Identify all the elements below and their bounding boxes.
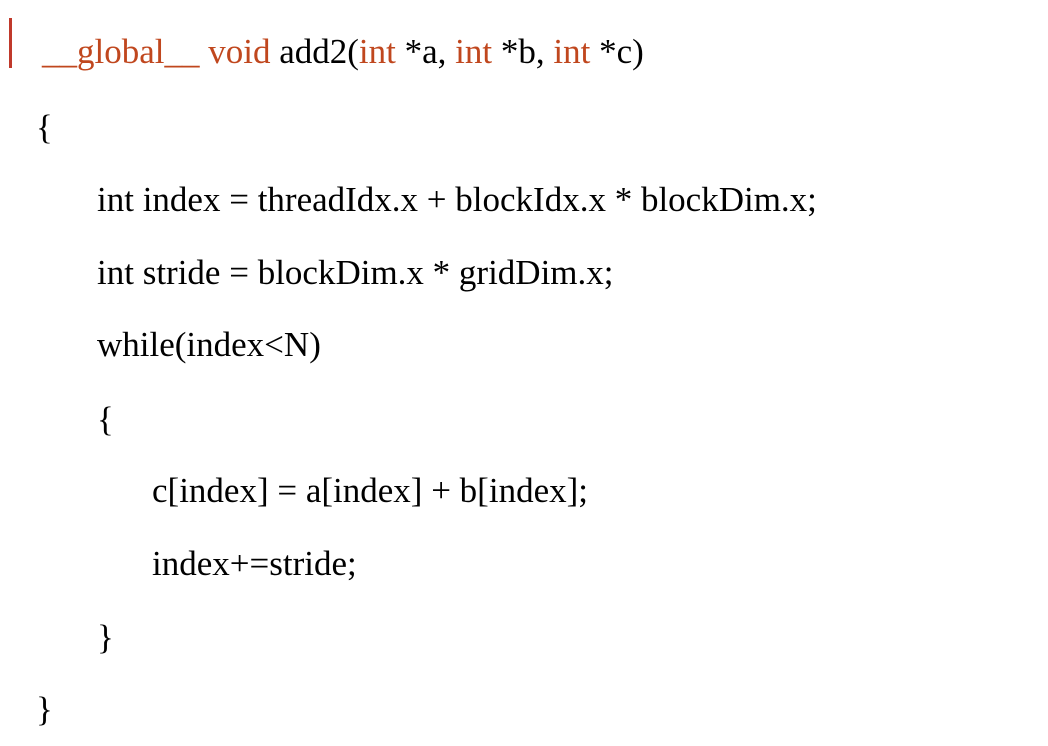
while-open-brace: { [97, 400, 114, 439]
while-loop-header: while(index<N) [97, 325, 321, 364]
function-signature-line: __global__ void add2(int *a, int *b, int… [42, 34, 644, 69]
int-keyword-param-b: int [455, 32, 493, 71]
void-keyword: void [208, 32, 271, 71]
int-keyword-param-c: int [553, 32, 591, 71]
global-qualifier-keyword: __global__ [42, 32, 200, 71]
signature-space [199, 32, 208, 71]
function-name: add2( [270, 32, 359, 71]
function-close-brace: } [36, 690, 53, 729]
int-keyword-param-a: int [358, 32, 396, 71]
function-open-brace: { [36, 108, 53, 147]
stride-declaration-line: int stride = blockDim.x * gridDim.x; [97, 253, 614, 292]
param-b: *b, [492, 32, 554, 71]
slide-accent-bar [9, 18, 12, 68]
while-close-brace: } [97, 618, 114, 657]
index-increment-statement: index+=stride; [152, 544, 357, 583]
param-a: *a, [395, 32, 456, 71]
vector-add-statement: c[index] = a[index] + b[index]; [152, 471, 588, 510]
index-declaration-line: int index = threadIdx.x + blockIdx.x * b… [97, 180, 817, 219]
param-c: *c) [590, 32, 644, 71]
